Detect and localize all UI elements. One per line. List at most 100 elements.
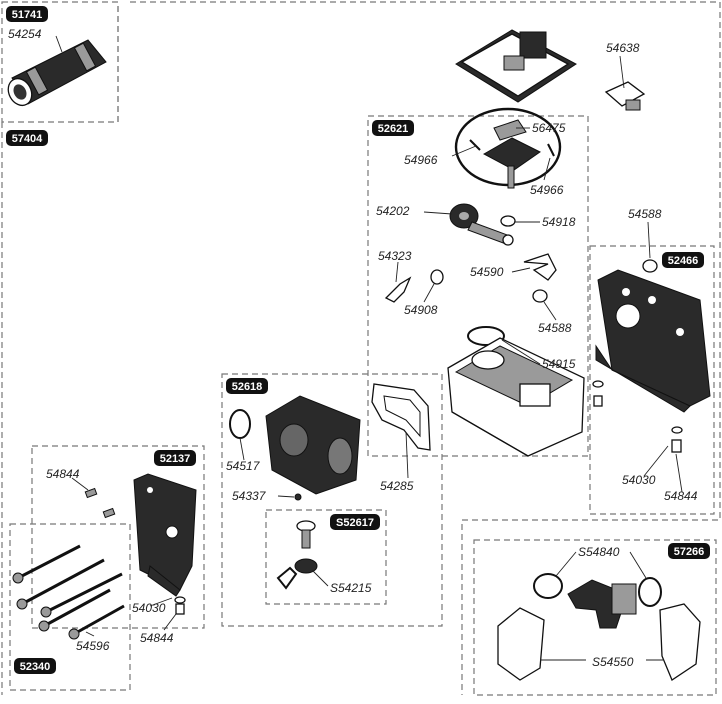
gasket-part [371, 383, 431, 451]
bolt [21, 558, 105, 606]
leader-54840-left [555, 551, 577, 577]
washer [174, 596, 186, 604]
badge-bg [14, 658, 56, 674]
kit-o-ring-left [533, 573, 563, 599]
group-S52617-border [265, 509, 387, 605]
part-label: 54590 [470, 265, 504, 279]
kit-label: 52340 [20, 661, 51, 673]
valve-top-detail [454, 107, 562, 189]
o-ring-54517 [229, 409, 251, 439]
part-label: 54596 [76, 639, 110, 653]
part-label: 54844 [140, 631, 174, 645]
leader-54590 [511, 267, 531, 273]
group-57404-outer-border [130, 1, 721, 695]
clip-54590 [523, 253, 557, 281]
housing-52618-part [265, 395, 361, 495]
valve-pocket [519, 383, 551, 407]
pulley-hub [459, 212, 469, 220]
detail-screw-left [469, 139, 481, 151]
screw [102, 507, 116, 519]
screw [175, 603, 185, 615]
kit-badge-51741: 51741 [6, 6, 48, 22]
leader-54202 [423, 211, 453, 215]
part-label: 54908 [404, 303, 438, 317]
o-ring-54588-right [642, 259, 658, 273]
part-label: S54215 [330, 581, 372, 595]
badge-bg [6, 130, 48, 146]
clips [384, 253, 557, 303]
kit-label: 52621 [378, 123, 409, 135]
kit-badges: 51741 57404 52621 52466 52618 52137 S526… [6, 6, 710, 674]
detail-shaft [507, 165, 515, 189]
leader-54517 [239, 437, 245, 461]
leader-54588a [647, 221, 651, 259]
leader-lines [55, 35, 683, 661]
leader-54638 [619, 55, 625, 89]
bracket-hole-large [615, 303, 641, 329]
bracket-hole [147, 487, 153, 493]
badge-bg [372, 120, 414, 136]
leader-54840-right [629, 551, 647, 579]
bolt [43, 588, 111, 628]
bracket-hole [165, 525, 179, 539]
kit-badge-52466: 52466 [662, 252, 704, 268]
part-label: 54915 [542, 357, 576, 371]
kit-label: 57404 [12, 133, 43, 145]
leader-54030b [149, 597, 173, 607]
kit-badge-52137: 52137 [154, 450, 196, 466]
control-board-part [455, 29, 577, 103]
part-label: 54918 [542, 215, 576, 229]
leader-54254 [55, 35, 63, 53]
leader-54215 [311, 569, 329, 587]
part-label: S54840 [578, 545, 620, 559]
kit-clip-right [659, 603, 701, 681]
o-ring-54915 [467, 326, 505, 346]
leader-54030a [643, 445, 669, 477]
kit-elbow-end [611, 583, 637, 615]
hose-part [7, 39, 107, 107]
leader-54844b [675, 453, 683, 493]
bolt [17, 544, 81, 580]
o-ring-54908 [430, 269, 444, 285]
valve-edge [451, 411, 529, 457]
bolt-head [12, 572, 24, 584]
leader-54908 [423, 283, 435, 303]
group-52618-border [221, 373, 443, 627]
detail-bracket [482, 137, 541, 171]
part-label: 54285 [380, 479, 414, 493]
leader-54337 [277, 495, 295, 498]
elbow-kit-part [497, 573, 701, 681]
connector-part [604, 81, 646, 111]
clip-54323 [384, 276, 412, 303]
part-drawings [7, 29, 711, 681]
bolt [45, 572, 123, 614]
gasket-inner [383, 395, 421, 438]
part-labels: 54254 54638 56475 54966 54966 54202 5491… [8, 27, 698, 669]
kit-label: S52617 [336, 517, 374, 529]
kit-label: 52137 [160, 453, 191, 465]
fasteners-right [592, 380, 683, 453]
detail-plate [493, 119, 527, 141]
bolt-head [68, 628, 80, 640]
leader-54285 [405, 431, 409, 479]
leader-54323 [395, 261, 399, 283]
kit-screw-shaft [301, 529, 311, 549]
housing-outlet [327, 437, 353, 475]
kit-label: 57266 [674, 546, 705, 558]
part-label: 54966 [404, 153, 438, 167]
kit-elbow [567, 579, 625, 629]
badge-bg [668, 543, 710, 559]
valve-inlet [471, 350, 505, 370]
bracket-plate [133, 473, 197, 591]
screw-kit-part [276, 520, 318, 590]
hose-opening [13, 84, 27, 100]
part-label: 54254 [8, 27, 42, 41]
screw [84, 487, 98, 499]
bracket-foot [595, 344, 691, 413]
part-label: 54517 [226, 459, 261, 473]
part-label: 54844 [664, 489, 698, 503]
part-label: 54588 [538, 321, 572, 335]
